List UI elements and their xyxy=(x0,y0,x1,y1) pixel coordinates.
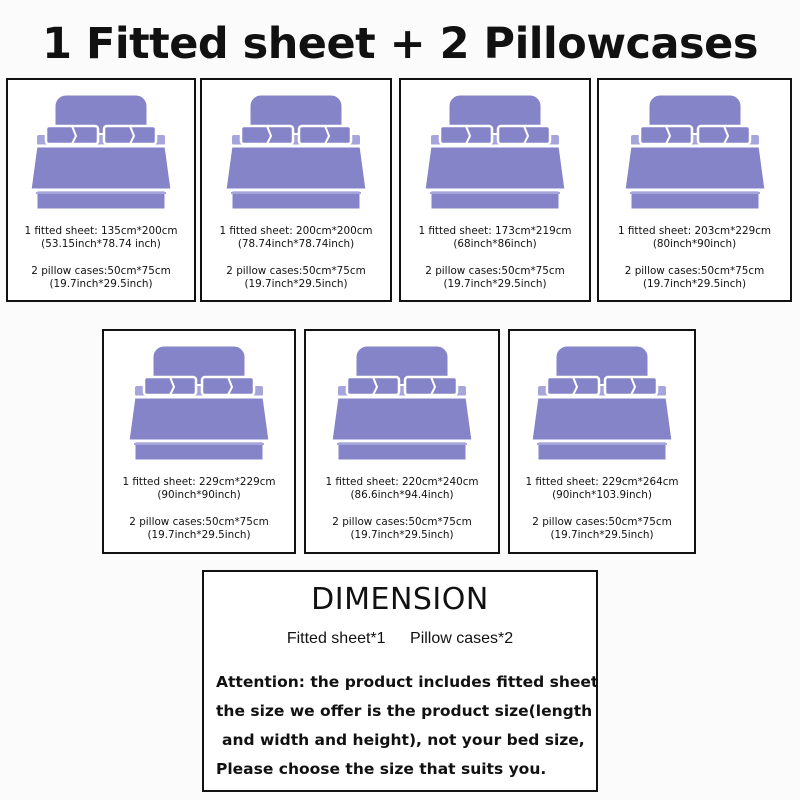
sheet-size: 1 fitted sheet: 229cm*229cm xyxy=(122,476,276,488)
pillow-size: 2 pillow cases:50cm*75cm xyxy=(31,265,171,277)
bed-icon xyxy=(126,343,272,463)
sheet-size-inch: (80inch*90inch) xyxy=(652,238,737,250)
sheet-size-inch: (68inch*86inch) xyxy=(453,238,537,250)
sheet-size: 1 fitted sheet: 203cm*229cm xyxy=(617,225,772,237)
pillow-size-inch: (19.7inch*29.5inch) xyxy=(49,278,153,290)
fitted-sheet-count: Fitted sheet*1 xyxy=(286,630,386,647)
note-line: Please choose the size that suits you. xyxy=(216,760,547,778)
size-card[interactable]: 1 fitted sheet: 173cm*219cm (68inch*86in… xyxy=(399,78,591,302)
bed-icon xyxy=(28,92,174,212)
dimension-box: DIMENSION Fitted sheet*1 Pillow cases*2 … xyxy=(202,570,598,792)
note-line: and width and height), not your bed size… xyxy=(222,731,585,749)
pillow-size: 2 pillow cases:50cm*75cm xyxy=(532,516,672,528)
page-title: 1 Fitted sheet + 2 Pillowcases xyxy=(42,19,758,69)
dimension-subtitle: Fitted sheet*1 Pillow cases*2 xyxy=(204,630,596,648)
pillow-size-inch: (19.7inch*29.5inch) xyxy=(550,529,654,541)
sheet-size-inch: (53.15inch*78.74 inch) xyxy=(41,238,161,250)
size-card[interactable]: 1 fitted sheet: 135cm*200cm (53.15inch*7… xyxy=(6,78,196,302)
size-card[interactable]: 1 fitted sheet: 200cm*200cm (78.74inch*7… xyxy=(200,78,392,302)
size-card[interactable]: 1 fitted sheet: 220cm*240cm (86.6inch*94… xyxy=(304,329,500,554)
bed-icon xyxy=(223,92,369,212)
sheet-size: 1 fitted sheet: 173cm*219cm xyxy=(418,225,572,237)
pillow-size: 2 pillow cases:50cm*75cm xyxy=(332,516,472,528)
sheet-size: 1 fitted sheet: 135cm*200cm xyxy=(24,225,178,237)
dimension-title: DIMENSION xyxy=(311,582,489,617)
sheet-size-inch: (78.74inch*78.74inch) xyxy=(237,238,355,250)
note-line: the size we offer is the product size(le… xyxy=(216,702,593,720)
pillow-size: 2 pillow cases:50cm*75cm xyxy=(425,265,565,277)
bed-icon xyxy=(529,343,675,463)
size-card[interactable]: 1 fitted sheet: 229cm*229cm (90inch*90in… xyxy=(102,329,296,554)
sheet-size-inch: (90inch*103.9inch) xyxy=(552,489,652,501)
bed-icon xyxy=(422,92,568,212)
pillow-case-count: Pillow cases*2 xyxy=(410,630,514,647)
pillow-size-inch: (19.7inch*29.5inch) xyxy=(350,529,454,541)
pillow-size-inch: (19.7inch*29.5inch) xyxy=(244,278,348,290)
attention-note: Attention: the product includes fitted s… xyxy=(216,668,599,784)
pillow-size: 2 pillow cases:50cm*75cm xyxy=(129,516,269,528)
sheet-size: 1 fitted sheet: 200cm*200cm xyxy=(219,225,373,237)
bed-icon xyxy=(622,92,767,212)
sheet-size-inch: (86.6inch*94.4inch) xyxy=(350,489,454,501)
pillow-size-inch: (19.7inch*29.5inch) xyxy=(443,278,547,290)
bed-icon xyxy=(329,343,475,463)
note-line: Attention: the product includes fitted s… xyxy=(216,673,599,691)
pillow-size-inch: (19.7inch*29.5inch) xyxy=(147,529,251,541)
pillow-size: 2 pillow cases:50cm*75cm xyxy=(624,265,765,277)
sheet-size: 1 fitted sheet: 220cm*240cm xyxy=(325,476,479,488)
size-card[interactable]: 1 fitted sheet: 203cm*229cm (80inch*90in… xyxy=(597,78,792,302)
pillow-size-inch: (19.7inch*29.5inch) xyxy=(642,278,747,290)
size-card[interactable]: 1 fitted sheet: 229cm*264cm (90inch*103.… xyxy=(508,329,696,554)
sheet-size: 1 fitted sheet: 229cm*264cm xyxy=(525,476,679,488)
sheet-size-inch: (90inch*90inch) xyxy=(157,489,241,501)
pillow-size: 2 pillow cases:50cm*75cm xyxy=(226,265,366,277)
